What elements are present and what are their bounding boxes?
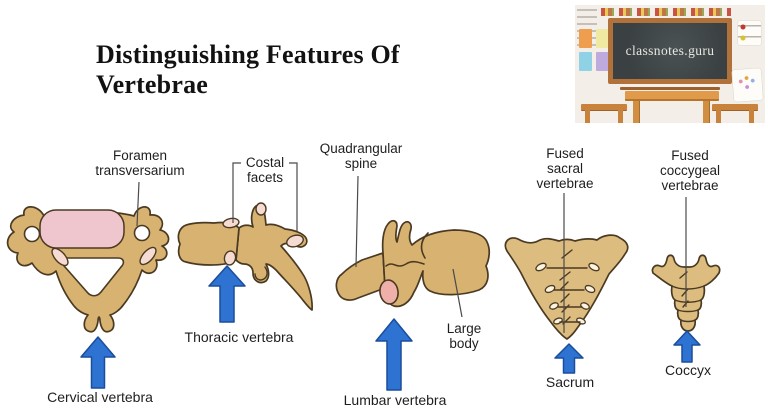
number-cards	[738, 21, 761, 45]
coccyx-arrow	[673, 330, 701, 363]
page-title: Distinguishing Features Of Vertebrae	[96, 40, 400, 99]
costal-facets-bracket	[232, 162, 298, 231]
caption-thoracic-vertebra: Thoracic vertebra	[184, 329, 294, 345]
sacral-foramen	[549, 302, 559, 310]
lumbar-body-edge	[420, 232, 429, 259]
sacrum-arrow	[554, 343, 584, 374]
quadrangular-spine-shape	[335, 252, 386, 301]
desk-leg	[703, 101, 710, 123]
inferior-articular-facet	[379, 279, 399, 305]
lumbar-vertebra-illustration	[335, 220, 491, 308]
foramen-transversarium-right	[133, 224, 151, 242]
sticky-note	[596, 52, 609, 71]
callout-fused-sacral-vertebrae: Fused sacral vertebrae	[536, 146, 594, 192]
classroom-photo: classnotes.guru	[575, 5, 765, 123]
sacral-foramen	[544, 284, 556, 294]
superior-process-tip	[255, 202, 267, 216]
caption-cervical-vertebra: Cervical vertebra	[47, 389, 153, 405]
callout-quadrangular-spine: Quadrangular spine	[319, 141, 403, 172]
sacral-foramen	[535, 262, 547, 272]
callout-foramen-transversarium: Foramen transversarium	[95, 148, 185, 179]
caption-lumbar-vertebra: Lumbar vertebra	[343, 392, 447, 408]
caption-sacrum: Sacrum	[545, 374, 595, 390]
callout-fused-coccygeal-vertebrae: Fused coccygeal vertebrae	[659, 148, 721, 194]
blackboard: classnotes.guru	[608, 18, 732, 84]
sticky-note	[579, 52, 592, 71]
inferior-facet	[223, 250, 237, 266]
cervical-vertebra-illustration	[6, 206, 170, 333]
coccyx-segment-lines	[671, 271, 705, 323]
costal-facet-transverse	[286, 234, 304, 248]
lumbar-body-shape	[381, 220, 491, 308]
foramen-pointer-line	[136, 181, 140, 227]
caption-coccyx: Coccyx	[665, 362, 711, 378]
sacral-foramen	[588, 262, 600, 272]
cervical-arrow	[80, 336, 116, 389]
callout-costal-facets: Costal facets	[245, 155, 285, 186]
desk-leg	[633, 101, 640, 123]
sacral-foramen	[580, 302, 590, 310]
teacher-desk	[625, 91, 719, 101]
site-watermark: classnotes.guru	[625, 43, 715, 58]
quadrangular-spine-pointer-line	[355, 175, 359, 268]
large-body-pointer-line	[452, 268, 463, 318]
sticky-note	[596, 29, 609, 48]
thoracic-body	[177, 221, 240, 266]
hook-shadow	[254, 266, 268, 281]
sacrum-bone	[504, 234, 629, 340]
articular-facet-right	[139, 246, 157, 266]
lumbar-inner-curve	[385, 260, 425, 267]
sticky-note	[579, 29, 592, 48]
vertebral-body	[39, 209, 125, 249]
classroom-chair	[712, 104, 758, 123]
foramen-transversarium-left	[23, 225, 41, 243]
sacrum-illustration	[504, 234, 629, 340]
sacral-foramen	[584, 284, 596, 294]
costal-facet-body	[222, 217, 240, 229]
thoracic-vertebra-illustration	[177, 202, 313, 311]
chalk-tray	[620, 87, 720, 90]
wall-decorations	[601, 8, 731, 16]
lumbar-arrow	[375, 318, 413, 391]
callout-large-body: Large body	[446, 321, 482, 352]
thoracic-arrow	[208, 265, 246, 323]
classroom-chair	[581, 104, 627, 123]
articular-facet-left	[51, 247, 69, 267]
